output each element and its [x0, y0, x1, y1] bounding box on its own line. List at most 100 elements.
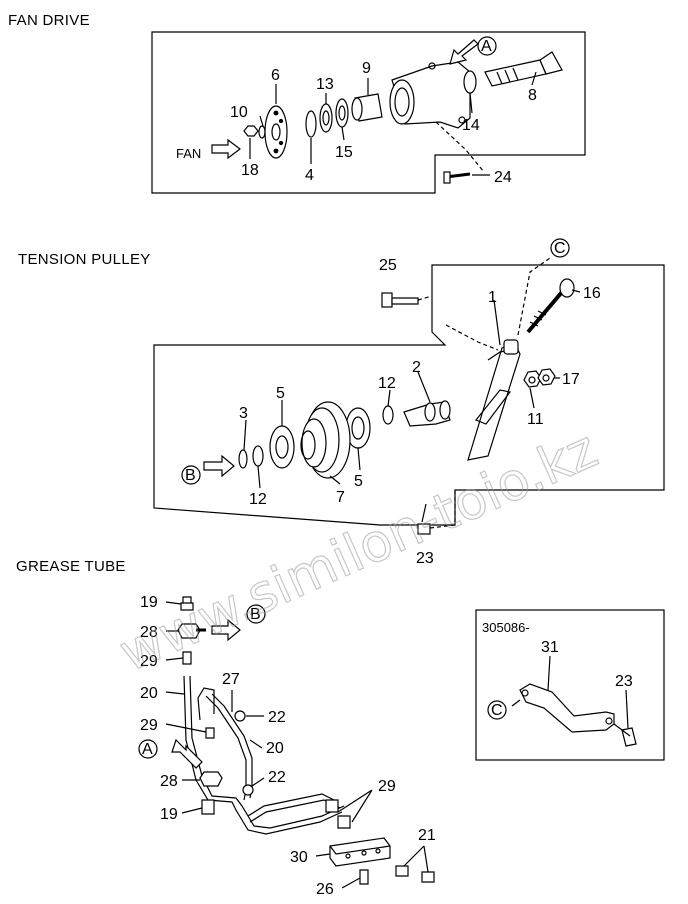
part-label-17: 17 — [562, 371, 580, 388]
tension-snap-ring — [238, 449, 248, 469]
part-label-15: 15 — [335, 144, 353, 161]
part-label-5-right: 5 — [354, 473, 363, 490]
tension-nut-17 — [537, 368, 556, 386]
grease-fitting-lower — [199, 771, 223, 787]
ref-circle-a-grease — [138, 739, 158, 759]
ref-label-c-tension: C — [554, 240, 566, 257]
ref-circle-a — [477, 36, 497, 56]
part-label-4: 4 — [305, 167, 314, 184]
tension-washer-lower — [252, 445, 264, 467]
part-label-9: 9 — [362, 60, 371, 77]
fan-label: FAN — [176, 146, 201, 161]
part-label-8: 8 — [528, 87, 537, 104]
tension-pulley-frame — [153, 264, 665, 526]
ref-circle-b-tension — [181, 465, 201, 485]
grease-nipple-29-right-a — [325, 799, 339, 813]
fan-nut — [243, 125, 259, 137]
grease-clip-upper — [234, 710, 246, 722]
inset-bolt — [621, 727, 637, 747]
grease-ref-arrow-a — [171, 738, 203, 769]
fan-drive-group — [151, 31, 586, 194]
part-label-23-tension: 23 — [416, 550, 434, 567]
tension-bolt-25 — [381, 292, 393, 308]
fan-washer — [258, 125, 266, 139]
ref-label-a: A — [481, 38, 492, 55]
ref-label-b-grease: B — [250, 606, 261, 623]
part-label-18: 18 — [241, 162, 259, 179]
part-label-29-top: 29 — [140, 653, 158, 670]
part-label-16: 16 — [583, 285, 601, 302]
part-label-28-top: 28 — [140, 624, 158, 641]
ref-label-b-tension: B — [185, 467, 196, 484]
part-label-21: 21 — [418, 827, 436, 844]
part-label-25: 25 — [379, 257, 397, 274]
inset-code: 305086- — [482, 620, 530, 635]
fan-bearing-15 — [335, 98, 349, 128]
part-label-6: 6 — [271, 67, 280, 84]
tension-pulley-group — [153, 257, 665, 535]
part-label-12-lower: 12 — [249, 491, 267, 508]
tension-adjust-bolt — [526, 290, 564, 334]
part-label-14: 14 — [462, 117, 480, 134]
part-label-20-right: 20 — [266, 740, 284, 757]
part-label-1: 1 — [488, 289, 497, 306]
grease-tube-group — [165, 596, 435, 889]
part-label-3: 3 — [239, 405, 248, 422]
part-label-22-lower: 22 — [268, 769, 286, 786]
tension-ref-arrow-b — [203, 454, 235, 478]
section-title-tension-pulley: TENSION PULLEY — [18, 251, 151, 268]
part-label-27: 27 — [222, 671, 240, 688]
tension-washer-upper — [382, 405, 394, 425]
ref-circle-b-grease — [246, 604, 266, 624]
fan-drive-frame — [151, 31, 586, 194]
grease-nipple-lower — [201, 799, 215, 815]
grease-block — [329, 837, 391, 867]
part-label-5-left: 5 — [276, 385, 285, 402]
part-label-12-upper: 12 — [378, 375, 396, 392]
part-label-23-inset: 23 — [615, 673, 633, 690]
grease-nipple-26 — [359, 869, 369, 885]
part-label-7: 7 — [336, 489, 345, 506]
part-label-29-mid: 29 — [140, 717, 158, 734]
inset-frame — [475, 609, 665, 761]
section-title-fan-drive: FAN DRIVE — [8, 12, 90, 29]
grease-nipple-top — [180, 596, 194, 611]
grease-nipple-29-top — [182, 651, 192, 665]
part-label-28-lower: 28 — [160, 773, 178, 790]
part-label-13: 13 — [316, 76, 334, 93]
tension-bracket — [467, 341, 521, 461]
fan-arrow — [211, 138, 241, 160]
grease-ref-arrow-b — [211, 618, 241, 642]
fan-bearing-13 — [319, 103, 333, 133]
ref-label-c-inset: C — [491, 702, 503, 719]
ref-label-a-grease: A — [142, 741, 153, 758]
grease-fitting-21-a — [395, 865, 409, 877]
part-label-11: 11 — [527, 411, 544, 428]
part-label-20-left: 20 — [140, 685, 158, 702]
ref-circle-c-inset — [487, 700, 507, 720]
fan-snap-ring — [305, 110, 317, 138]
part-label-22-upper: 22 — [268, 709, 286, 726]
part-label-19-top: 19 — [140, 594, 158, 611]
grease-nipple-29-right-b — [337, 815, 351, 829]
part-label-26: 26 — [316, 881, 334, 898]
inset-group — [475, 609, 665, 761]
section-title-grease-tube: GREASE TUBE — [16, 558, 126, 575]
part-label-29-right: 29 — [378, 778, 396, 795]
part-label-30: 30 — [290, 849, 308, 866]
grease-nipple-29-mid — [205, 727, 215, 739]
grease-fitting-21-b — [421, 871, 435, 883]
grease-clip-lower — [242, 784, 254, 796]
ref-circle-c-tension — [550, 238, 570, 258]
part-label-2: 2 — [412, 359, 421, 376]
grease-loop — [197, 687, 215, 721]
tension-bearing-left — [269, 425, 295, 469]
fan-ref-arrow-a — [449, 39, 479, 65]
inset-bracket — [519, 683, 615, 733]
part-label-24: 24 — [494, 169, 512, 186]
part-label-10: 10 — [230, 104, 248, 121]
part-label-31: 31 — [541, 639, 559, 656]
fan-seal — [463, 70, 477, 94]
part-label-19-lower: 19 — [160, 806, 178, 823]
